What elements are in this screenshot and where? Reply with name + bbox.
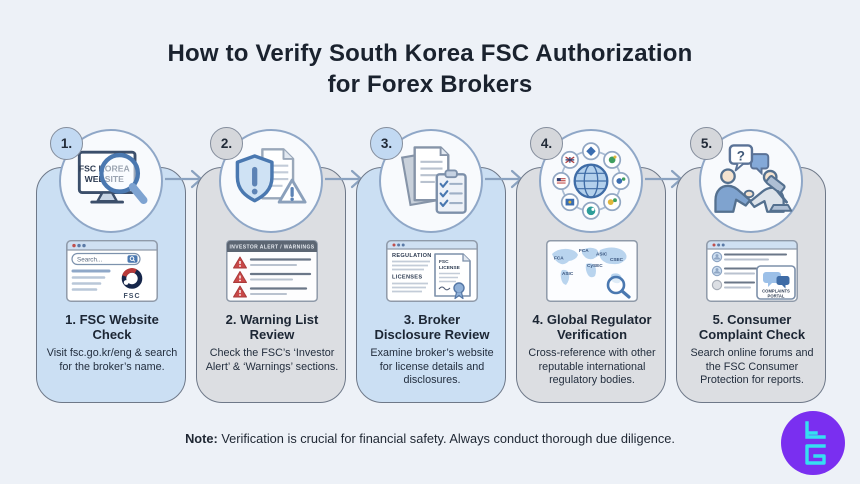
step-3-number-badge: 3. bbox=[370, 127, 403, 160]
page-title-line1: How to Verify South Korea FSC Authorizat… bbox=[167, 40, 693, 67]
portal-text-line2: PORTAL bbox=[768, 294, 785, 299]
page-title: How to Verify South Korea FSC Authorizat… bbox=[0, 38, 860, 100]
window-dot-icon bbox=[72, 243, 76, 248]
search-placeholder: Search... bbox=[77, 256, 102, 263]
regulation-page-mockup: REGULATION LICENSES FSC LICENSE bbox=[386, 240, 478, 302]
regulator-node bbox=[603, 150, 622, 169]
fsc-website-browser-mockup: Search... FSC bbox=[66, 240, 158, 302]
handshake-hands bbox=[743, 189, 755, 199]
step-3-illustration bbox=[379, 129, 483, 233]
world-map bbox=[552, 247, 627, 285]
window-dot-icon bbox=[401, 243, 405, 247]
footer-note-label: Note: bbox=[185, 431, 218, 446]
step-1-description: Visit fsc.go.kr/eng & search for the bro… bbox=[46, 347, 178, 373]
regulator-node bbox=[581, 201, 601, 220]
person-head bbox=[720, 168, 736, 185]
page-title-line2: for Forex Brokers bbox=[327, 71, 533, 99]
magnifier-icon bbox=[606, 275, 626, 295]
magnifier-handle bbox=[128, 182, 148, 205]
monitor-magnifier-icon: FSC KOREA WEBSITE bbox=[77, 150, 148, 205]
step-2-description: Check the FSC’s ‘Investor Alert’ & ‘Warn… bbox=[205, 347, 339, 373]
step-5-illustration: ? bbox=[699, 129, 803, 233]
window-dot-icon bbox=[392, 243, 396, 247]
documents-checklist-icon bbox=[400, 146, 467, 214]
window-dot-icon bbox=[397, 243, 401, 247]
warning-row bbox=[233, 256, 312, 269]
browser-toolbar bbox=[386, 240, 478, 250]
step-4-description: Cross-reference with other reputable int… bbox=[528, 347, 656, 387]
alert-header-text: INVESTOR ALERT / WARNINGS bbox=[229, 244, 314, 250]
forum-post-row bbox=[711, 251, 788, 263]
regulator-label: CySEC bbox=[587, 263, 603, 268]
step-3-title: 3. Broker Disclosure Review bbox=[374, 312, 490, 343]
window-dot-icon bbox=[82, 243, 86, 248]
browser-toolbar bbox=[706, 240, 798, 250]
certificate-text-line2: LICENSE bbox=[439, 265, 461, 271]
step-5-description: Search online forums and the FSC Consume… bbox=[690, 347, 814, 387]
magnifier-lens bbox=[99, 152, 141, 194]
forum-list-mockup: COMPLAINTS PORTAL bbox=[706, 240, 798, 302]
regulator-label: ASIC bbox=[596, 252, 608, 257]
window-dot-icon bbox=[721, 243, 725, 247]
regulator-node bbox=[603, 193, 622, 212]
certificate-text-line1: FSC bbox=[439, 259, 449, 265]
chat-bubble-icon bbox=[763, 272, 781, 287]
complaints-portal-card: COMPLAINTS PORTAL bbox=[756, 265, 796, 300]
step-2-title: 2. Warning List Review bbox=[225, 312, 319, 343]
alert-header-bar bbox=[227, 240, 317, 252]
regulator-node bbox=[611, 171, 630, 191]
fsc-logo-icon bbox=[121, 268, 143, 289]
regulation-heading: REGULATION bbox=[392, 253, 432, 259]
regulator-node-uk-flag bbox=[560, 150, 579, 169]
gavel-icon bbox=[765, 175, 793, 212]
footer-note: Note: Verification is crucial for financ… bbox=[0, 431, 860, 446]
step-2-card: INVESTOR ALERT / WARNINGS bbox=[196, 167, 346, 403]
fsc-logo-text: FSC bbox=[124, 293, 141, 300]
regulator-label: ASIC bbox=[562, 271, 574, 276]
window-dot-icon bbox=[77, 243, 81, 248]
person-body bbox=[714, 184, 752, 213]
regulator-node-us-flag bbox=[552, 171, 571, 191]
forum-post-row bbox=[711, 265, 784, 277]
step-2-number-badge: 2. bbox=[210, 127, 243, 160]
regulator-node bbox=[581, 142, 601, 161]
footer-note-text: Verification is crucial for financial sa… bbox=[217, 431, 675, 446]
question-mark-text: ? bbox=[737, 148, 745, 163]
step-3-description: Examine broker’s website for license det… bbox=[370, 347, 494, 387]
portal-text-line1: COMPLAINTS bbox=[762, 289, 790, 294]
regulator-label: CSEC bbox=[610, 257, 624, 262]
step-1-title: 1. FSC Website Check bbox=[65, 312, 159, 343]
shield-warning-icon bbox=[235, 148, 307, 204]
step-4-number-badge: 4. bbox=[530, 127, 563, 160]
regulator-node bbox=[560, 193, 579, 212]
search-input[interactable] bbox=[71, 252, 141, 266]
step-5-number-badge: 5. bbox=[690, 127, 723, 160]
regulator-label: FCA bbox=[554, 256, 564, 261]
step-4-title: 4. Global Regulator Verification bbox=[532, 312, 652, 343]
signature-squiggle bbox=[438, 286, 451, 291]
step-5-title: 5. Consumer Complaint Check bbox=[698, 312, 806, 343]
window-dot-icon bbox=[717, 243, 721, 247]
brand-logo-icon bbox=[781, 411, 845, 475]
ribbon-seal-icon bbox=[453, 282, 465, 294]
warning-list-mockup: INVESTOR ALERT / WARNINGS bbox=[226, 240, 318, 302]
warning-row bbox=[233, 271, 312, 283]
regulator-label: FCA bbox=[579, 248, 589, 253]
fsc-license-certificate: FSC LICENSE bbox=[434, 253, 471, 300]
globe-network-icon bbox=[552, 142, 630, 220]
chat-bubble-icon bbox=[776, 276, 790, 289]
browser-toolbar bbox=[66, 240, 158, 251]
forum-post-row bbox=[711, 279, 756, 291]
search-button[interactable] bbox=[127, 255, 138, 263]
chat-bubble-icon bbox=[750, 153, 770, 176]
brand-logo bbox=[780, 410, 846, 476]
handshake-gavel-icon: ? bbox=[714, 144, 793, 213]
licenses-heading: LICENSES bbox=[392, 275, 422, 281]
warning-row bbox=[233, 285, 308, 298]
world-map-mockup: FCA ASIC CSEC CySEC FCA ASIC bbox=[546, 240, 638, 302]
step-1-number-badge: 1. bbox=[50, 127, 83, 160]
window-dot-icon bbox=[712, 243, 716, 247]
